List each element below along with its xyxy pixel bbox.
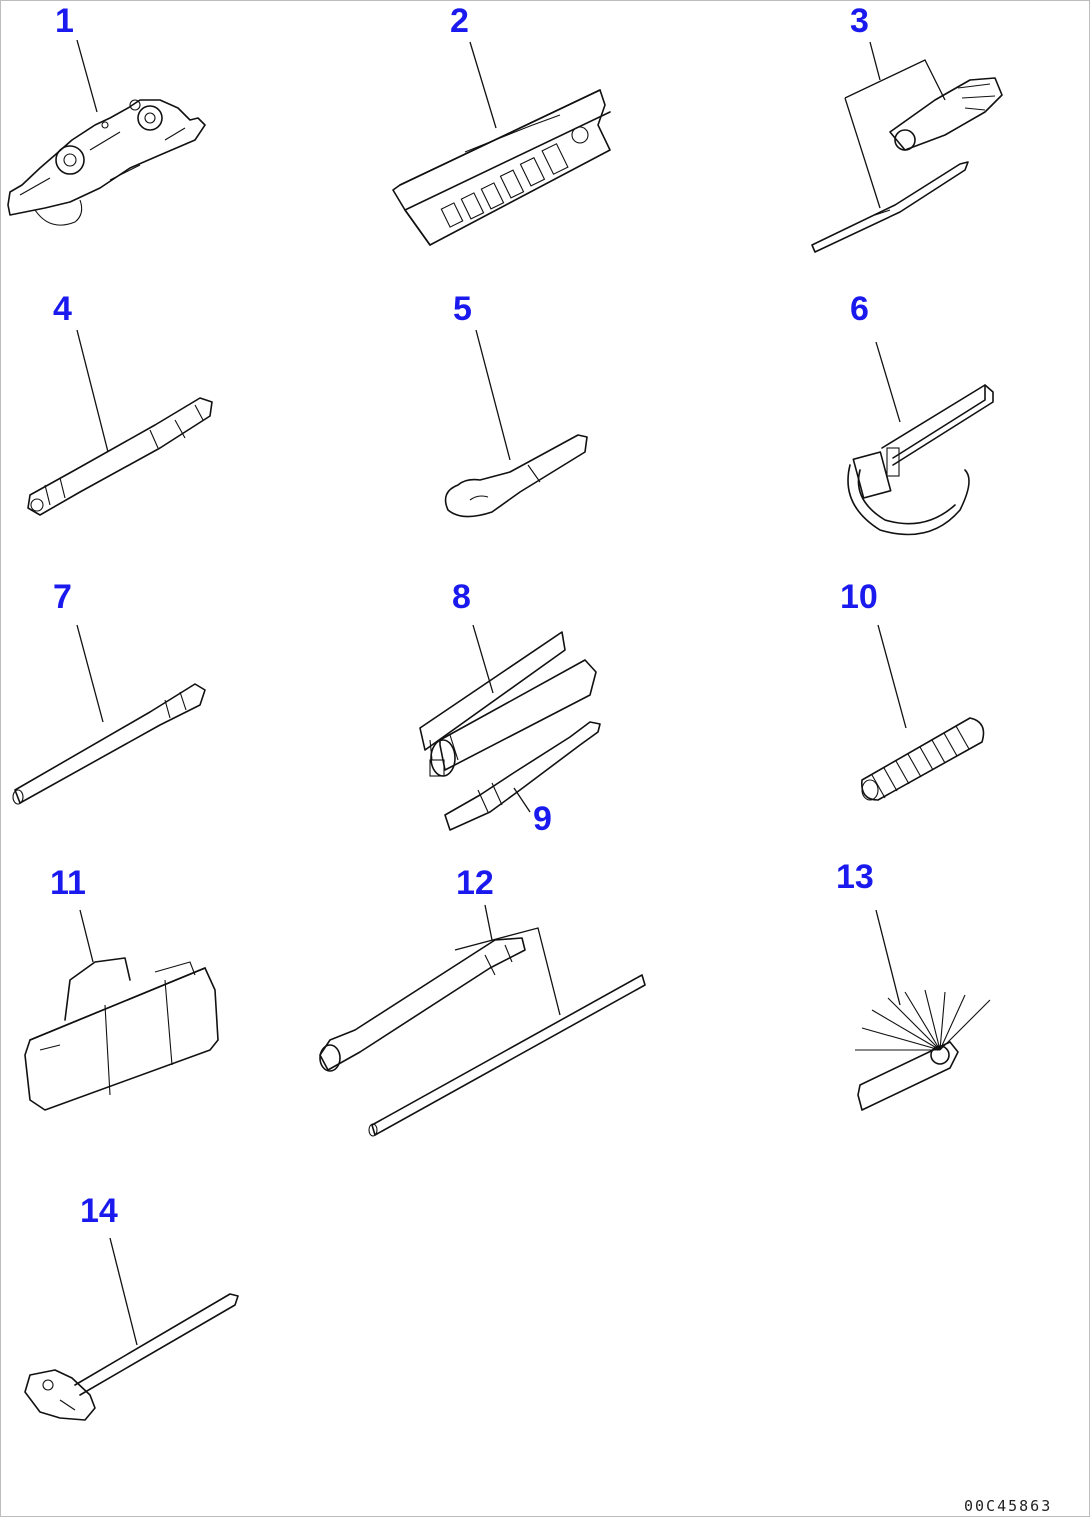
leader-line: [475, 329, 511, 461]
part-label-7: 7: [53, 578, 72, 616]
tool-bag-icon: [24, 957, 219, 1111]
leader-line: [109, 1237, 138, 1346]
extension-bar-icon: [12, 683, 206, 805]
leader-line: [877, 624, 907, 729]
screwdriver-and-grip-icon: [811, 77, 1003, 253]
part-label-4: 4: [53, 290, 72, 328]
spring-icon: [861, 717, 985, 801]
part-label-12: 12: [456, 864, 494, 902]
part-label-8: 8: [452, 578, 471, 616]
leader-line: [875, 909, 901, 1006]
part-label-2: 2: [450, 2, 469, 40]
part-label-5: 5: [453, 290, 472, 328]
part-label-14: 14: [80, 1192, 118, 1230]
box-wrench-and-bar-icon: [319, 937, 646, 1137]
leader-line: [875, 341, 901, 423]
torque-wrench-icon: [27, 397, 213, 516]
filter-strap-wrench-icon: [847, 384, 994, 536]
part-label-3: 3: [850, 2, 869, 40]
leader-line: [472, 624, 494, 694]
open-end-wrench-icon: [444, 434, 588, 518]
drawing-code: 00C45863: [964, 1497, 1052, 1515]
part-label-11: 11: [50, 864, 86, 902]
grease-nozzle-icon: [444, 721, 601, 831]
ratchet-wrench-icon: [7, 99, 206, 226]
grease-gun-icon: [419, 631, 597, 777]
leader-line: [76, 624, 104, 723]
part-label-6: 6: [850, 290, 869, 328]
leader-line: [513, 787, 531, 813]
part-label-13: 13: [836, 858, 874, 896]
leader-line: [76, 329, 109, 453]
feeler-gauge-icon: [855, 989, 991, 1111]
socket-set-case-icon: [392, 89, 611, 246]
leader-line: [469, 41, 497, 129]
leader-line: [79, 909, 94, 963]
part-label-9: 9: [533, 800, 552, 838]
part-label-10: 10: [840, 578, 878, 616]
hammer-icon: [24, 1293, 239, 1421]
leader-bracket: [454, 904, 561, 1016]
part-label-1: 1: [55, 2, 74, 40]
leader-line: [76, 39, 98, 113]
leader-bracket: [844, 41, 946, 209]
